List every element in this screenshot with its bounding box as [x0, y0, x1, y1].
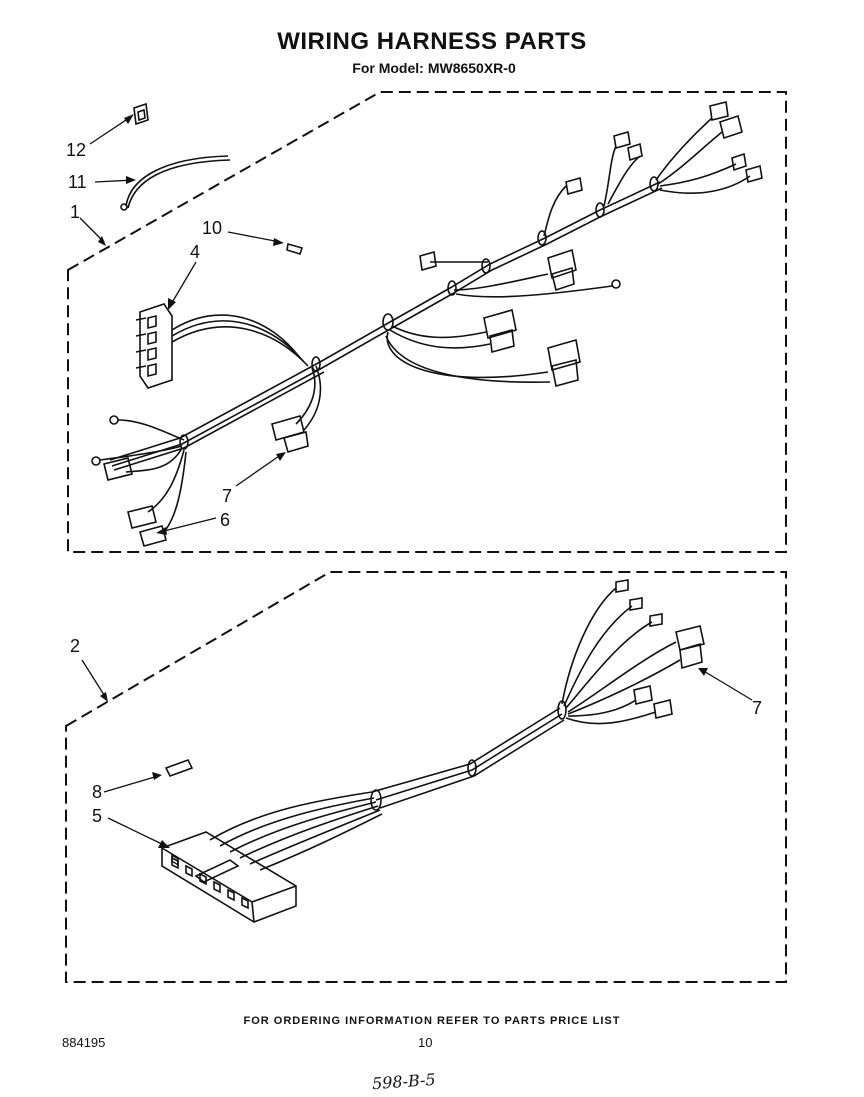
ordering-note: FOR ORDERING INFORMATION REFER TO PARTS …	[243, 1015, 621, 1027]
upper-arrowheads	[98, 114, 286, 535]
callout-1: 1	[70, 202, 80, 222]
part-11-jumper-wire	[120, 155, 231, 211]
callout-11: 11	[68, 172, 87, 192]
top-branches	[419, 101, 763, 272]
page-title: WIRING HARNESS PARTS	[277, 28, 587, 55]
part-4-connector-block	[135, 303, 309, 389]
page-subtitle: For Model:MW8650XR-0	[0, 60, 864, 76]
part-12-clip	[133, 102, 149, 126]
model-number: MW8650XR-0	[427, 60, 516, 76]
lower-panel-border	[65, 571, 787, 983]
callout-5: 5	[92, 806, 102, 826]
callout-8: 8	[92, 782, 102, 802]
callout-2: 2	[70, 636, 80, 656]
main-harness-trunk	[109, 181, 663, 471]
callout-7-lower: 7	[752, 698, 762, 718]
lower-fanout-wires	[561, 579, 705, 725]
callout-4: 4	[190, 242, 200, 262]
model-prefix: For Model:	[352, 60, 424, 76]
callout-6: 6	[220, 510, 230, 530]
harness-sleeves	[179, 176, 659, 450]
upper-leader-lines	[79, 115, 283, 533]
upper-panel-border	[67, 91, 787, 553]
upper-part-7-branch	[271, 365, 322, 453]
middle-right-branches	[385, 248, 621, 387]
lower-arrowheads	[100, 668, 708, 848]
document-number: 884195	[62, 1035, 106, 1050]
part-5-connector-housing	[161, 831, 297, 923]
lower-leader-lines	[81, 659, 753, 847]
callout-7-upper: 7	[222, 486, 232, 506]
left-branch-wires	[91, 415, 187, 547]
part-8-terminal	[164, 759, 194, 777]
part-10-terminal	[286, 242, 304, 255]
callout-10: 10	[202, 218, 222, 238]
callout-12: 12	[66, 140, 86, 160]
page-number: 10	[418, 1035, 433, 1050]
lower-harness-bundle	[209, 700, 567, 871]
